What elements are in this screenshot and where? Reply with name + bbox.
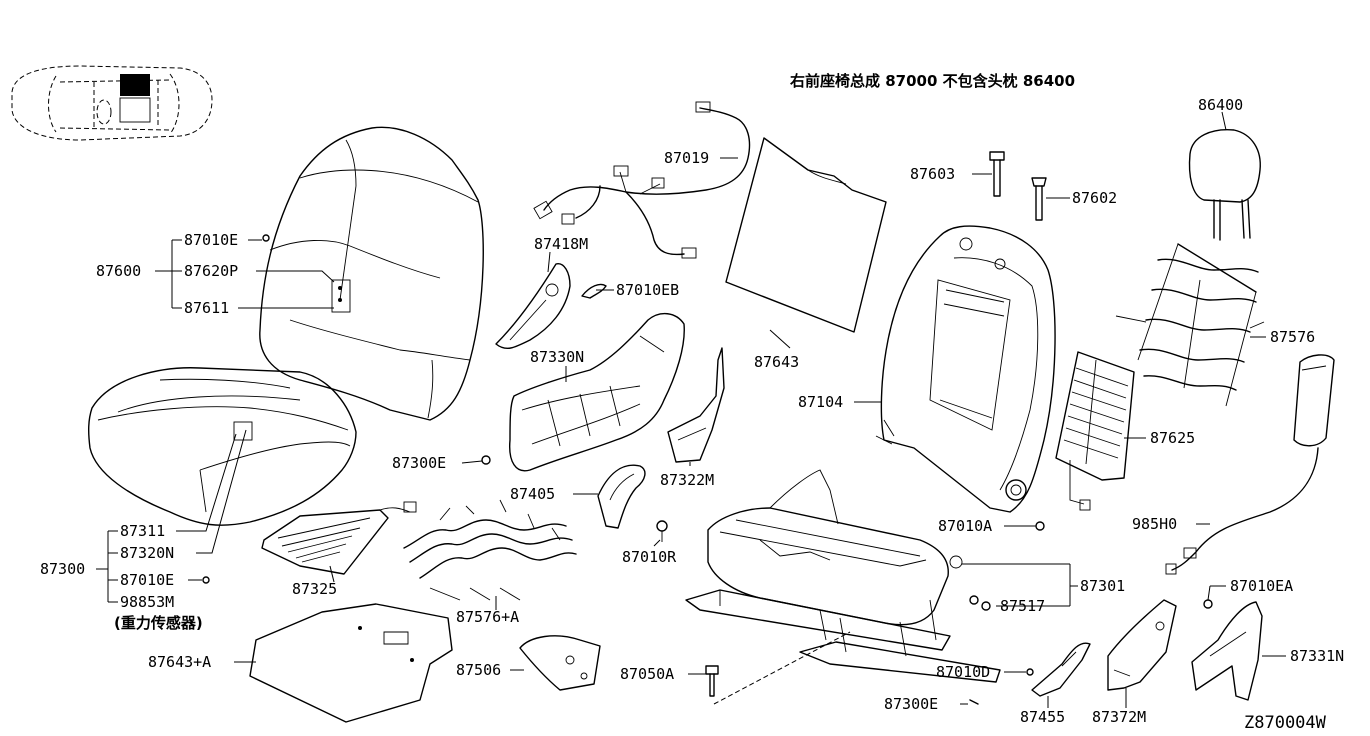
callout-87104: 87104 <box>798 393 843 411</box>
callout-labels: 87010E 87600 87620P 87611 87019 87418M 8… <box>40 96 1344 726</box>
clip-87010EB <box>581 283 607 299</box>
callout-87405: 87405 <box>510 485 555 503</box>
callout-87300E-mid: 87300E <box>392 454 446 472</box>
cushion-spring <box>403 499 577 601</box>
callout-87330N: 87330N <box>530 348 584 366</box>
assembly-note: 右前座椅总成 87000 不包含头枕 86400 <box>790 72 1075 90</box>
callout-87311: 87311 <box>120 522 165 540</box>
side-bracket-87322M <box>667 347 725 463</box>
callout-87611: 87611 <box>184 299 229 317</box>
screw-87300E-bot-icon <box>969 699 979 705</box>
fasteners <box>202 151 1213 705</box>
callout-87010EA: 87010EA <box>1230 577 1293 595</box>
clip-87010EA-icon <box>1203 599 1213 609</box>
callout-87010D: 87010D <box>936 663 990 681</box>
callout-87576: 87576 <box>1270 328 1315 346</box>
callout-87325: 87325 <box>292 580 337 598</box>
callout-87418M: 87418M <box>534 235 588 253</box>
seat-back-frame <box>875 225 1056 513</box>
nut-87517-icon <box>969 595 991 611</box>
diagram-code: Z870004W <box>1244 713 1327 733</box>
callout-87301: 87301 <box>1080 577 1125 595</box>
callout-86400: 86400 <box>1198 96 1243 114</box>
callout-87643: 87643 <box>754 353 799 371</box>
callout-87455: 87455 <box>1020 708 1065 726</box>
selected-seat-marker <box>120 74 150 96</box>
seat-cushion-cover <box>87 367 357 526</box>
callout-87320N: 87320N <box>120 544 174 562</box>
back-spring-mat <box>1115 243 1265 407</box>
callout-87019: 87019 <box>664 149 709 167</box>
bracket-87506 <box>519 635 601 691</box>
callout-87600: 87600 <box>96 262 141 280</box>
clip-87010D-icon <box>1026 668 1034 676</box>
bolt-87050A-icon <box>705 665 719 697</box>
striker-87455 <box>1031 642 1091 697</box>
cover-87331N <box>1191 601 1263 701</box>
callout-87372M: 87372M <box>1092 708 1146 726</box>
seat-back-board <box>725 137 887 333</box>
callout-87010E-low: 87010E <box>120 571 174 589</box>
bolt-87603-icon <box>989 151 1005 197</box>
callout-87331N: 87331N <box>1290 647 1344 665</box>
headrest <box>1188 129 1261 241</box>
bolt-87010A-icon <box>1035 521 1045 531</box>
cover-87372M <box>1107 599 1177 691</box>
bolt-87602-icon <box>1031 177 1047 221</box>
side-airbag-module <box>1165 354 1335 575</box>
clip-87010E-top-icon <box>262 234 270 242</box>
callout-87050A: 87050A <box>620 665 674 683</box>
clip-87010E-low-icon <box>202 576 210 584</box>
callout-98853M: 98853M <box>120 593 174 611</box>
lumbar-lever-cover <box>495 263 571 350</box>
callout-87625: 87625 <box>1150 429 1195 447</box>
callout-87643A: 87643+A <box>148 653 211 671</box>
callout-87010EB: 87010EB <box>616 281 679 299</box>
seat-cushion-frame <box>685 469 1001 683</box>
callout-87322M: 87322M <box>660 471 714 489</box>
callout-87620P: 87620P <box>184 262 238 280</box>
callout-87603: 87603 <box>910 165 955 183</box>
bolt-87010R-icon <box>656 520 668 542</box>
callout-87602: 87602 <box>1072 189 1117 207</box>
seat-wire-harness <box>533 101 751 259</box>
callout-87300: 87300 <box>40 560 85 578</box>
car-locator-icon <box>11 65 213 141</box>
leader-lines <box>96 111 1286 708</box>
callout-87300E-bot: 87300E <box>884 695 938 713</box>
back-heater-pad <box>1055 351 1135 511</box>
screw-87300E-mid-icon <box>481 455 491 465</box>
callout-87517: 87517 <box>1000 597 1045 615</box>
callout-87506: 87506 <box>456 661 501 679</box>
callout-87010R: 87010R <box>622 548 677 566</box>
floor-insulator-mat <box>249 603 453 723</box>
weight-sensor-note: (重力传感器) <box>114 614 203 632</box>
callout-87576A: 87576+A <box>456 608 519 626</box>
seat-back-cover <box>259 126 484 421</box>
cushion-heater-pad <box>261 501 417 575</box>
recliner-cover-87405 <box>597 464 646 529</box>
seat-side-finisher <box>509 313 685 472</box>
callout-87010E-top: 87010E <box>184 231 238 249</box>
callout-87010A: 87010A <box>938 517 992 535</box>
callout-985H0: 985H0 <box>1132 515 1177 533</box>
